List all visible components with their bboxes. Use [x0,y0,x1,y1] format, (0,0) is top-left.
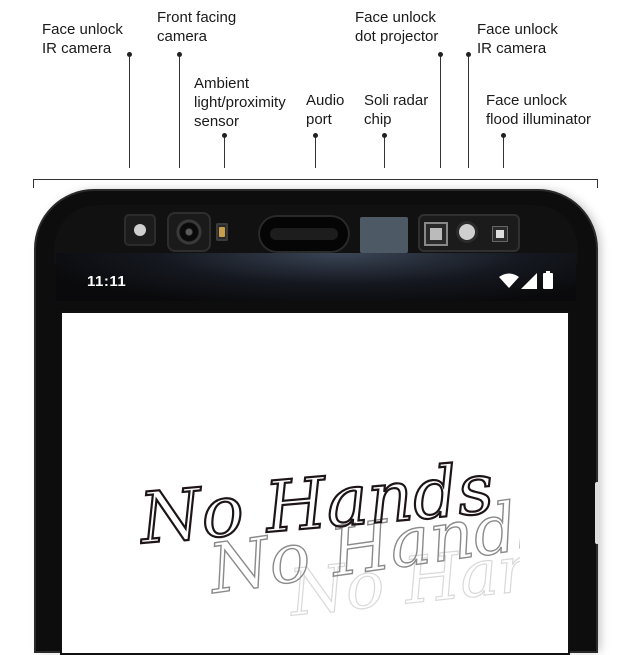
leader-soli-chip [382,133,387,168]
side-button [595,482,600,544]
handwriting-drawing: No Hands No Hands No Hands [140,446,520,632]
leader-flood-illuminator [501,133,506,168]
wifi-icon [499,273,519,288]
phone-screen [60,311,570,655]
leader-front-camera [177,52,182,168]
top-bracket [33,179,598,188]
leader-dot-projector [438,52,443,168]
dot-projector [424,222,448,246]
ir-camera-left [124,214,156,246]
ir-camera-right [459,224,475,240]
front-camera [167,212,211,252]
battery-icon [543,271,553,289]
leader-ir-camera-left [127,52,132,168]
audio-port [258,215,350,253]
cellular-signal-icon [521,273,537,289]
status-time: 11:11 [87,273,127,290]
status-icons [499,270,561,292]
ambient-light-sensor [216,223,228,241]
leader-audio-port [313,133,318,168]
flood-illuminator [492,226,508,242]
soli-radar-chip [360,217,408,253]
leader-ir-camera-right [466,52,471,168]
status-bar: 11:11 [56,253,576,301]
phone-body: 11:11 [36,191,596,655]
leader-ambient-sensor [222,133,227,168]
